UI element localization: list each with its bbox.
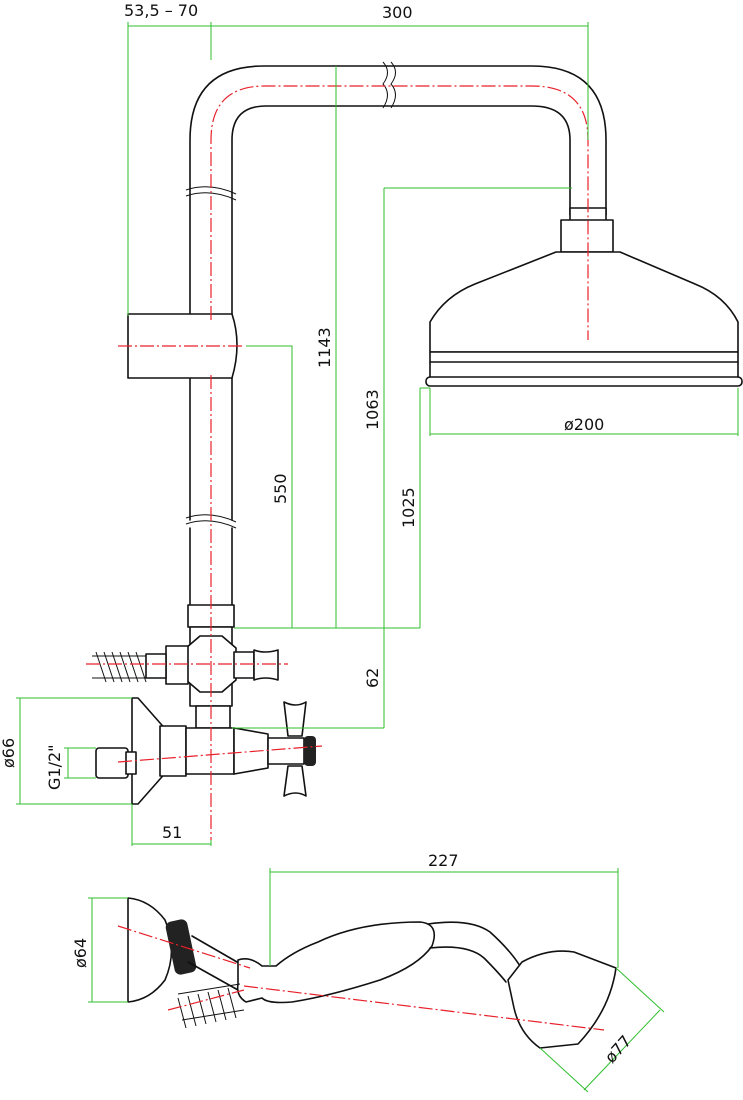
dimension-labels: 53,5 – 70 300 1143 1063 1025 550 62 ø200… xyxy=(0,1,635,1067)
dim-arm-length: 300 xyxy=(382,3,413,22)
dim-height-head-face: 1025 xyxy=(399,487,418,528)
shower-head xyxy=(425,207,743,387)
wall-flange xyxy=(95,697,169,805)
dim-holder-diameter: ø64 xyxy=(71,938,90,968)
hand-shower-holder xyxy=(127,897,245,1003)
center-axes xyxy=(86,85,605,1031)
dim-height-slider: 550 xyxy=(271,473,290,504)
diverter-lever xyxy=(233,649,279,681)
dim-height-riser-top: 1143 xyxy=(315,327,334,368)
riser-pipe xyxy=(185,61,607,606)
dim-wall-offset-range: 53,5 – 70 xyxy=(124,1,198,20)
dim-wall-to-axis: 51 xyxy=(162,823,182,842)
dim-inlet-thread: G1/2" xyxy=(45,744,64,790)
dim-mixer-offset: 62 xyxy=(363,668,382,688)
diverter-body xyxy=(185,604,237,729)
dimension-lines xyxy=(16,22,739,1093)
dim-handshower-head-diameter: ø77 xyxy=(601,1032,635,1067)
dim-height-head-mount: 1063 xyxy=(363,389,382,430)
dim-handshower-length: 227 xyxy=(428,851,459,870)
dim-flange-diameter: ø66 xyxy=(0,738,18,768)
slider-bracket xyxy=(127,313,238,379)
hand-shower xyxy=(177,921,617,1049)
dim-head-diameter: ø200 xyxy=(564,415,604,434)
hose-outlet xyxy=(92,645,189,685)
